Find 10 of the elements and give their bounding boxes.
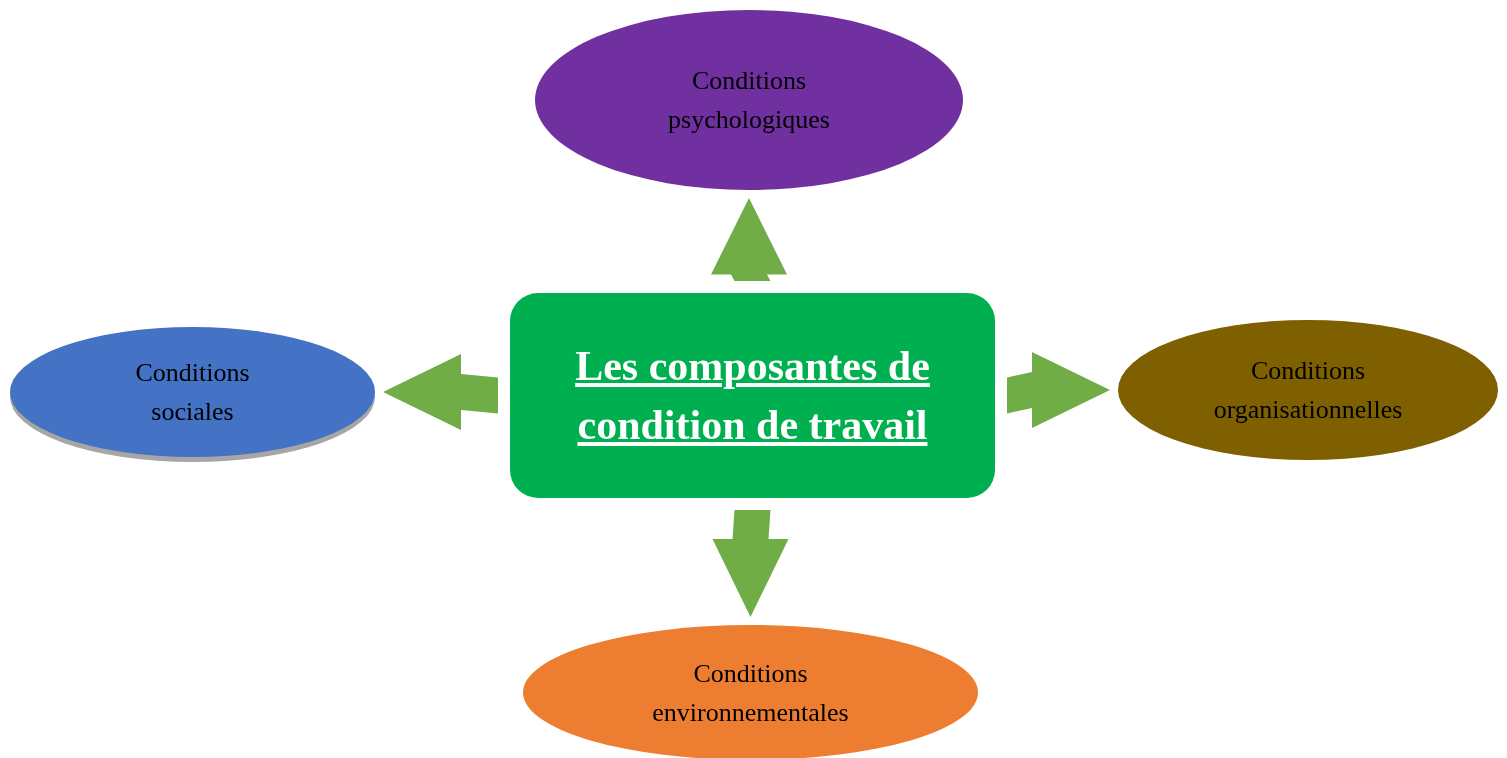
node-label: Conditions psychologiques: [667, 65, 831, 136]
node-label: Conditions sociales: [134, 357, 251, 428]
title-box: [510, 293, 995, 498]
block-arrow: [711, 198, 787, 281]
block-arrow: [383, 354, 498, 430]
block-arrow: [712, 510, 789, 617]
block-arrow: [1007, 352, 1110, 428]
node-label: Conditions organisationnelles: [1212, 355, 1404, 426]
title-text: Les composantes de condition de travail: [574, 341, 931, 450]
node-label: Conditions environnementales: [651, 657, 850, 729]
